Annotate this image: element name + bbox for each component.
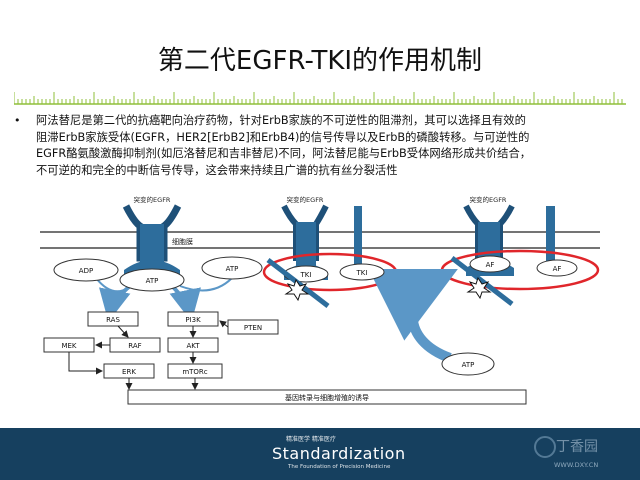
atp-to-af-arrow	[368, 269, 458, 363]
receptor-label-1: 突变的EGFR	[134, 195, 171, 204]
node-atp-mid: ATP	[201, 256, 263, 280]
site-url: WWW.DXY.CN	[554, 461, 599, 469]
burst-icon-1	[284, 278, 310, 302]
svg-text:RAF: RAF	[128, 342, 141, 350]
footer-banner: 精准医学 精准医疗 Standardization The Foundation…	[0, 428, 640, 480]
site-logo-icon	[534, 436, 556, 458]
node-af-1: AF	[469, 255, 511, 273]
arrow-pten-pi3k	[219, 320, 229, 328]
bullet-paragraph: • 阿法替尼是第二代的抗癌靶向治疗药物，针对ErbB家族的不可逆性的阻滞剂，其可…	[14, 113, 616, 179]
svg-text:ERK: ERK	[122, 368, 136, 376]
arrow-adp-curve	[95, 277, 129, 293]
svg-text:mTORc: mTORc	[182, 368, 207, 376]
arrow-atp-curve	[179, 277, 233, 292]
svg-text:基因转录与细胞增殖的诱导: 基因转录与细胞增殖的诱导	[285, 393, 369, 402]
arrow-mek-erk	[68, 352, 103, 375]
receptor-label-2: 突变的EGFR	[287, 195, 324, 204]
svg-text:ATP: ATP	[226, 265, 239, 273]
result-bar: 基因转录与细胞增殖的诱导	[127, 389, 527, 405]
bullet-marker: •	[14, 114, 21, 127]
box-mek: MEK	[43, 337, 95, 353]
box-ras: RAS	[87, 311, 139, 327]
bullet-line: 不可逆的和完全的中断信号传导，这会带来持续且广谱的抗有丝分裂活性	[36, 163, 398, 177]
bullet-line: 阻滞ErbB家族受体(EGFR，HER2[ErbB2]和ErbB4)的信号传导以…	[36, 130, 530, 144]
membrane-label: 细胞膜	[172, 237, 193, 246]
svg-text:TKI: TKI	[356, 269, 368, 277]
footer-top-text: 精准医学 精准医疗	[286, 436, 336, 443]
bullet-line: 阿法替尼是第二代的抗癌靶向治疗药物，针对ErbB家族的不可逆性的阻滞剂，其可以选…	[36, 114, 526, 127]
box-raf: RAF	[109, 337, 161, 353]
box-pten: PTEN	[227, 319, 279, 335]
node-atp-left: ATP	[119, 268, 185, 292]
svg-text:AKT: AKT	[186, 342, 200, 350]
node-atp-bottom: ATP	[441, 352, 495, 376]
site-logo-text: 丁香园	[556, 439, 598, 455]
box-erk: ERK	[103, 363, 155, 379]
receptor-label-3: 突变的EGFR	[470, 195, 507, 204]
arrow-to-pi3k	[169, 284, 201, 322]
node-tki-2: TKI	[339, 263, 385, 281]
footer-subtitle: The Foundation of Precision Medicine	[288, 464, 391, 470]
svg-text:AF: AF	[553, 265, 562, 273]
bullet-line: EGFR酪氨酸激酶抑制剂(如厄洛替尼和吉非替尼)不同，阿法替尼能与ErbB受体网…	[36, 147, 532, 161]
box-akt: AKT	[167, 337, 219, 353]
svg-text:MEK: MEK	[61, 342, 76, 350]
burst-icon-2	[466, 276, 492, 300]
svg-text:ATP: ATP	[462, 361, 475, 369]
svg-text:PTEN: PTEN	[244, 324, 262, 332]
box-pi3k: PI3K	[167, 311, 219, 327]
svg-text:RAS: RAS	[106, 316, 120, 324]
node-af-2: AF	[536, 259, 578, 277]
svg-text:TKI: TKI	[300, 271, 312, 279]
slide-title: 第二代EGFR-TKI的作用机制	[157, 46, 483, 76]
svg-text:AF: AF	[486, 261, 495, 269]
svg-text:ADP: ADP	[79, 267, 93, 275]
footer-brand: Standardization	[272, 444, 406, 463]
egfr-mechanism-diagram: 细胞膜 突变的EGFR 突变的EGFR 突变的EGFR ADP ATP	[40, 195, 600, 405]
box-mtorc: mTORc	[167, 363, 223, 379]
svg-text:ATP: ATP	[146, 277, 159, 285]
svg-text:PI3K: PI3K	[185, 316, 201, 324]
af-inhibitor-bar	[450, 256, 514, 306]
node-adp: ADP	[53, 258, 119, 282]
arrow-ras-raf	[117, 325, 129, 338]
decorative-ruler	[14, 92, 626, 105]
